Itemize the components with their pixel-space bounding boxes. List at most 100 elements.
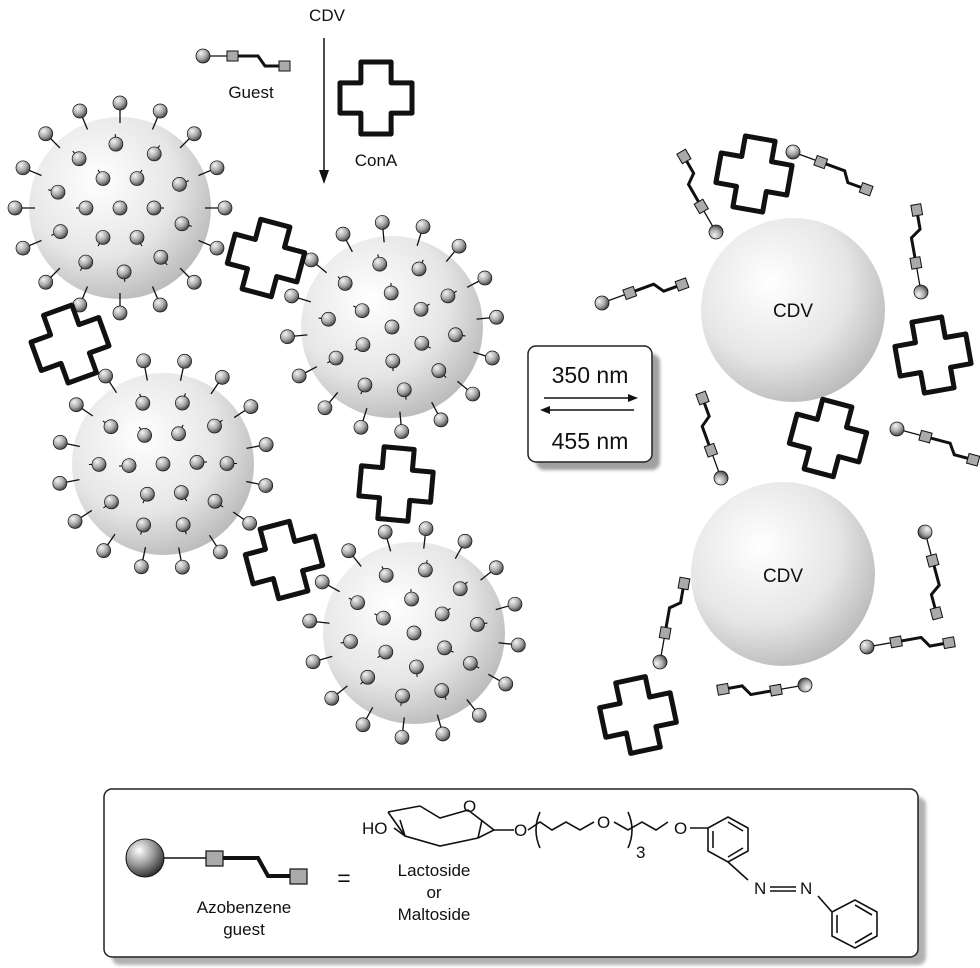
surface-sugar xyxy=(434,683,450,699)
free-guest-6 xyxy=(695,390,729,486)
surface-sugar xyxy=(280,329,295,345)
header-guest xyxy=(195,48,291,72)
guest-molecule-icon xyxy=(195,48,291,72)
surface-sugar xyxy=(129,230,145,245)
surface-sugar xyxy=(174,485,189,500)
surface-sugar xyxy=(243,399,259,414)
surface-sugar xyxy=(112,200,128,216)
surface-sugar xyxy=(146,146,162,162)
surface-sugar xyxy=(434,606,450,622)
azobenzene-label: Azobenzene xyxy=(197,898,292,917)
surface-sugar xyxy=(451,238,467,254)
surface-sugar xyxy=(314,574,330,590)
surface-sugar xyxy=(136,353,151,369)
cona-label: ConA xyxy=(355,151,398,170)
surface-sugar xyxy=(67,514,83,529)
free-guest-9 xyxy=(859,635,956,655)
surface-sugar xyxy=(374,215,390,230)
surface-sugar xyxy=(108,136,124,152)
surface-sugar xyxy=(470,617,485,632)
surface-sugar xyxy=(214,369,230,385)
surface-sugar xyxy=(415,219,431,235)
surface-sugar xyxy=(186,274,202,290)
surface-sugar xyxy=(175,517,191,533)
header-cona xyxy=(337,59,415,137)
free-guest-5 xyxy=(889,421,980,467)
guest-label: Guest xyxy=(228,83,274,102)
surface-sugar xyxy=(207,493,223,509)
studded-vesicle xyxy=(52,353,274,575)
surface-sugar xyxy=(207,418,222,434)
surface-sugar xyxy=(321,311,336,327)
surface-sugar xyxy=(146,200,162,216)
surface-sugar xyxy=(219,456,235,471)
free-guest-molecules xyxy=(594,144,980,697)
surface-sugar xyxy=(341,543,357,559)
surface-sugar xyxy=(328,350,344,366)
surface-sugar xyxy=(335,226,351,242)
surface-sugar xyxy=(134,559,149,575)
surface-sugar xyxy=(510,637,526,653)
ho-group: HO xyxy=(362,819,388,838)
surface-sugar xyxy=(68,397,84,413)
surface-sugar xyxy=(507,596,523,612)
aggregated-vesicles xyxy=(7,95,526,745)
bridging-cona-4 xyxy=(242,518,326,602)
surface-sugar xyxy=(396,382,412,398)
azo-nitrogen-1: N xyxy=(754,879,766,898)
surface-sugar xyxy=(378,567,394,583)
reverse-arrowhead xyxy=(540,406,550,414)
free-cona-3 xyxy=(786,396,870,480)
surface-sugar xyxy=(354,303,370,319)
surface-sugar xyxy=(463,655,478,671)
surface-sugar xyxy=(172,177,187,192)
surface-sugar xyxy=(378,644,394,660)
free-cona-1 xyxy=(713,133,795,215)
surface-sugar xyxy=(38,126,54,142)
surface-sugar xyxy=(209,240,225,256)
free-guest-2 xyxy=(676,148,724,240)
surface-sugar xyxy=(377,524,393,540)
maltoside-label: Maltoside xyxy=(398,905,471,924)
vesicle-label-top: CDV xyxy=(773,301,813,322)
surface-sugar xyxy=(186,126,202,142)
surface-sugar xyxy=(103,419,119,435)
free-guest-8 xyxy=(652,576,691,670)
surface-sugar xyxy=(411,261,427,277)
reverse-wavelength: 455 nm xyxy=(552,428,629,454)
surface-sugar xyxy=(95,230,111,245)
surface-sugar xyxy=(52,435,68,450)
surface-sugar xyxy=(305,654,321,670)
free-guest-4 xyxy=(909,203,929,300)
legend-box: Azobenzene guest = xyxy=(103,788,922,961)
forward-wavelength: 350 nm xyxy=(552,362,629,388)
free-cona-4 xyxy=(597,674,679,756)
surface-sugar xyxy=(383,285,399,301)
surface-sugar xyxy=(189,455,205,470)
surface-sugar xyxy=(284,288,300,304)
surface-sugar xyxy=(471,707,487,723)
surface-sugar xyxy=(136,517,151,533)
surface-sugar xyxy=(96,543,112,559)
surface-sugar xyxy=(395,688,410,704)
surface-sugar xyxy=(71,151,87,167)
surface-sugar xyxy=(448,327,463,343)
surface-sugar xyxy=(376,610,391,626)
studded-vesicle xyxy=(7,95,233,321)
surface-sugar xyxy=(209,160,225,176)
surface-sugar xyxy=(112,305,128,321)
repeat-count: 3 xyxy=(636,843,645,862)
azo-nitrogen-2: N xyxy=(800,879,812,898)
surface-sugar xyxy=(15,240,31,256)
surface-sugar xyxy=(435,726,451,742)
surface-sugar xyxy=(242,515,258,531)
surface-sugar xyxy=(372,256,388,272)
free-guest-3 xyxy=(594,277,690,311)
free-guest-1 xyxy=(785,144,874,197)
surface-sugar xyxy=(155,456,171,472)
surface-sugar xyxy=(418,562,433,578)
surface-sugar xyxy=(258,478,274,493)
surface-sugar xyxy=(384,319,400,335)
ring-oxygen: O xyxy=(463,797,476,816)
surface-sugar xyxy=(175,559,190,575)
